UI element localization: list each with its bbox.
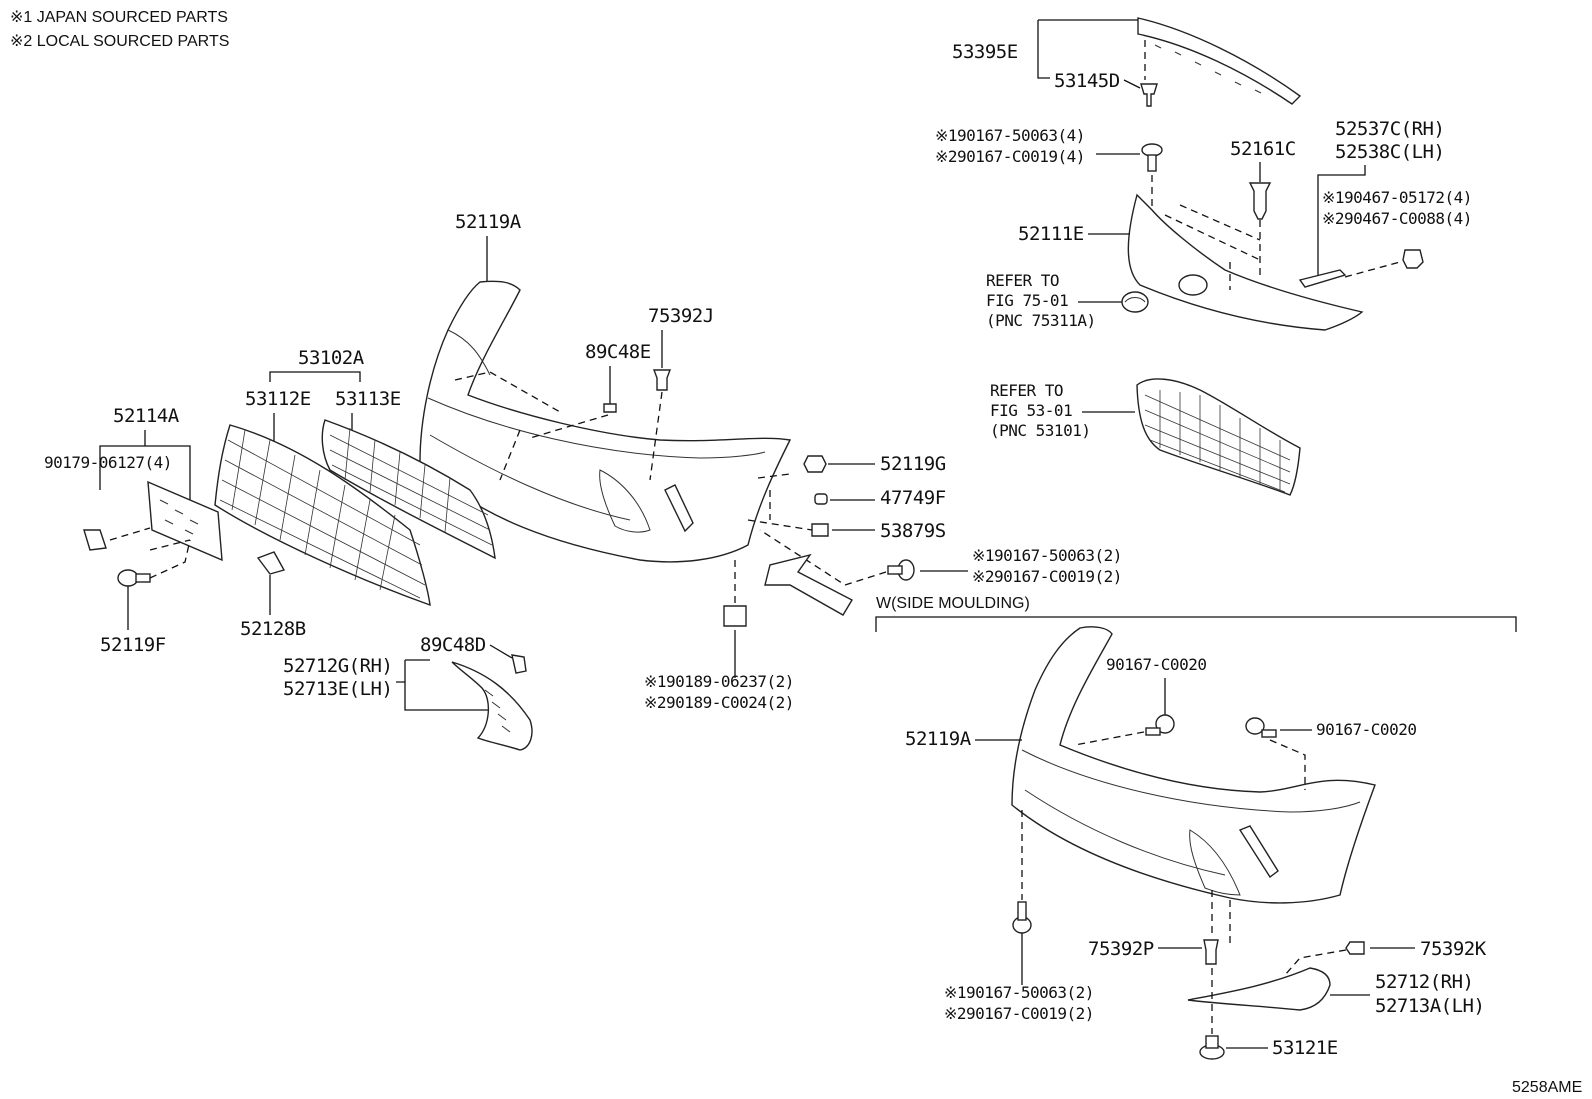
label-52119F: 52119F xyxy=(100,634,166,656)
clip-47749F-icon[interactable] xyxy=(814,493,828,505)
label-52114A: 52114A xyxy=(113,405,180,427)
moulding-52712G[interactable] xyxy=(451,661,533,751)
label-90167-50063-4: ※190167-50063(4) xyxy=(935,126,1085,145)
label-ref1-a: REFER TO xyxy=(986,271,1059,290)
label-53395E: 53395E xyxy=(952,41,1018,63)
label-ref1-c: (PNC 75311A) xyxy=(986,311,1096,330)
bolt-icon[interactable] xyxy=(1012,901,1032,934)
part-53395E-molding[interactable] xyxy=(1137,17,1302,105)
label-52119A-bottom: 52119A xyxy=(905,728,972,750)
moulding-52537C-icon[interactable] xyxy=(1298,261,1401,288)
figure-id: 5258AME xyxy=(1512,1079,1582,1096)
label-53112E: 53112E xyxy=(245,388,311,410)
license-bracket-52114A[interactable] xyxy=(147,480,223,562)
bolt-icon[interactable] xyxy=(1141,143,1163,172)
label-ref1-b: FIG 75-01 xyxy=(986,291,1068,310)
bolt-icon[interactable] xyxy=(887,559,915,581)
label-90189-C0024: ※290189-C0024(2) xyxy=(644,693,794,712)
label-90167-C0019-2b: ※290167-C0019(2) xyxy=(944,1004,1094,1023)
clip-52119G-icon[interactable] xyxy=(803,455,827,473)
label-75392P: 75392P xyxy=(1088,938,1154,960)
clip-53121E-icon[interactable] xyxy=(1199,1035,1225,1060)
bolt-icon[interactable] xyxy=(1245,717,1277,738)
clip-53879S-icon[interactable] xyxy=(811,523,829,537)
label-90189-06237: ※190189-06237(2) xyxy=(644,672,794,691)
label-52128B: 52128B xyxy=(240,618,306,640)
emblem-icon[interactable] xyxy=(1121,291,1149,313)
label-53879S: 53879S xyxy=(880,520,946,542)
front-bumper-52119A[interactable] xyxy=(419,280,792,563)
part-52111E-cover[interactable] xyxy=(1127,193,1364,331)
label-89C48D: 89C48D xyxy=(420,634,486,656)
nut-90189-icon[interactable] xyxy=(723,605,747,627)
label-side-moulding: W(SIDE MOULDING) xyxy=(876,595,1030,612)
clip-75392J-icon[interactable] xyxy=(652,369,672,391)
clip-75392P-icon[interactable] xyxy=(1203,939,1219,965)
clip-90467-icon[interactable] xyxy=(1402,249,1424,269)
grille-assembly-53101[interactable] xyxy=(1136,378,1301,496)
label-53102A: 53102A xyxy=(298,347,365,369)
clip-53145D-icon[interactable] xyxy=(1140,83,1158,107)
label-ref2-a: REFER TO xyxy=(990,381,1063,400)
label-52119A-top: 52119A xyxy=(455,211,522,233)
label-90167-C0019-4: ※290167-C0019(4) xyxy=(935,147,1085,166)
label-90167-C0020-a: 90167-C0020 xyxy=(1106,655,1206,674)
label-52111E: 52111E xyxy=(1018,223,1084,245)
label-52713A: 52713A(LH) xyxy=(1375,995,1484,1017)
grille-53113E[interactable] xyxy=(321,419,496,560)
clip-89C48D-icon[interactable] xyxy=(511,654,527,674)
label-ref2-c: (PNC 53101) xyxy=(990,421,1090,440)
label-52537C: 52537C(RH) xyxy=(1335,118,1444,140)
clip-52128B-icon[interactable] xyxy=(256,551,286,575)
nut-90179-icon[interactable] xyxy=(83,529,107,551)
label-ref2-b: FIG 53-01 xyxy=(990,401,1072,420)
label-53113E: 53113E xyxy=(335,388,401,410)
clip-89C48E-icon[interactable] xyxy=(603,403,617,413)
note-japan-sourced: ※1 JAPAN SOURCED PARTS xyxy=(10,9,228,26)
front-bumper-52119A-variant[interactable] xyxy=(1011,626,1376,904)
label-52712: 52712(RH) xyxy=(1375,971,1473,993)
label-90167-C0019-2a: ※290167-C0019(2) xyxy=(972,567,1122,586)
label-90467-05172: ※190467-05172(4) xyxy=(1322,188,1472,207)
label-53145D: 53145D xyxy=(1054,70,1120,92)
clip-52161C-icon[interactable] xyxy=(1248,182,1272,220)
label-89C48E: 89C48E xyxy=(585,341,651,363)
bolt-52119F-icon[interactable] xyxy=(117,569,151,587)
direction-arrow-icon xyxy=(764,553,853,616)
label-52712G: 52712G(RH) xyxy=(283,655,392,677)
label-90467-C0088: ※290467-C0088(4) xyxy=(1322,209,1472,228)
label-47749F: 47749F xyxy=(880,487,946,509)
bolt-icon[interactable] xyxy=(1145,714,1175,736)
clip-75392K-icon[interactable] xyxy=(1345,941,1365,955)
label-75392J: 75392J xyxy=(648,305,714,327)
moulding-52712[interactable] xyxy=(1187,967,1331,1011)
label-52713E: 52713E(LH) xyxy=(283,678,392,700)
label-52161C: 52161C xyxy=(1230,138,1296,160)
label-90167-C0020-b: 90167-C0020 xyxy=(1316,720,1416,739)
label-75392K: 75392K xyxy=(1420,938,1487,960)
label-90167-50063-2a: ※190167-50063(2) xyxy=(972,546,1122,565)
label-53121E: 53121E xyxy=(1272,1037,1338,1059)
label-52119G: 52119G xyxy=(880,453,946,475)
label-52538C: 52538C(LH) xyxy=(1335,141,1444,163)
label-90167-50063-2b: ※190167-50063(2) xyxy=(944,983,1094,1002)
note-local-sourced: ※2 LOCAL SOURCED PARTS xyxy=(10,33,229,50)
grille-53112E[interactable] xyxy=(214,424,431,607)
label-90179-06127: 90179-06127(4) xyxy=(44,453,172,472)
